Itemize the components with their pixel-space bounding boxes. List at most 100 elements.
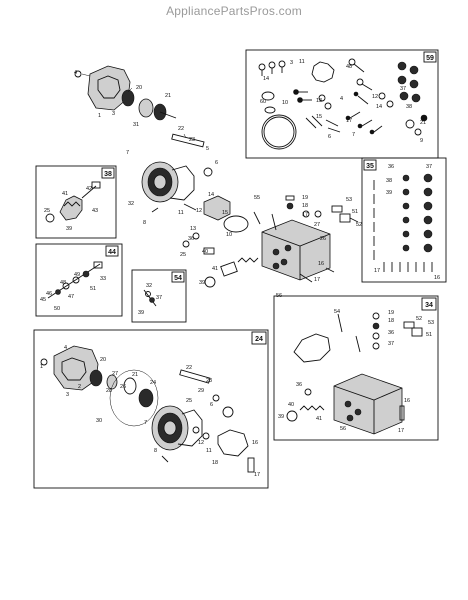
part-callout-label: 39 — [138, 310, 144, 316]
part-callout-label: 56 — [340, 426, 346, 432]
box-38-badge — [101, 167, 115, 179]
part-callout-label: 15 — [222, 210, 228, 216]
part-callout-label: 39 — [278, 414, 284, 420]
box-34-manifold — [333, 373, 403, 435]
part-callout-label: 38 — [386, 178, 392, 184]
box-59-number: 59 — [426, 55, 434, 62]
part-callout-label: 3 — [290, 60, 293, 66]
part-callout-label: 12 — [372, 94, 378, 100]
part-callout-label: 51 — [90, 286, 96, 292]
part-callout-label: 36 — [388, 164, 394, 170]
part-callout-label: 37 — [156, 295, 162, 301]
part-callout-label: 51 — [352, 209, 358, 215]
box-59-badge — [423, 51, 437, 63]
part-callout-label: 5 — [206, 146, 209, 152]
part-callout-label: 46 — [46, 291, 52, 297]
part-callout-label: 28 — [106, 388, 112, 394]
part-callout-label: 18 — [212, 460, 218, 466]
part-callout-label: 10 — [282, 100, 288, 106]
part-callout-label: 40 — [288, 402, 294, 408]
part-callout-label: 53 — [428, 320, 434, 326]
part-callout-label: 22 — [178, 126, 184, 132]
part-callout-label: 47 — [68, 294, 74, 300]
part-callout-label: 53 — [346, 197, 352, 203]
part-callout-label: 48 — [346, 64, 352, 70]
part-callout-label: 49 — [74, 272, 80, 278]
box-24-number: 24 — [255, 336, 263, 343]
part-callout-label: 14 — [263, 76, 269, 82]
manifold-block — [261, 219, 331, 281]
part-callout-label: 26 — [320, 236, 326, 242]
part-callout-label: 43 — [92, 208, 98, 214]
part-callout-label: 7 — [126, 150, 129, 156]
part-callout-label: 3 — [66, 392, 69, 398]
part-callout-label: 50 — [54, 306, 60, 312]
part-callout-label: 1 — [98, 113, 101, 119]
part-callout-label: 42 — [86, 186, 92, 192]
part-callout-label: 18 — [388, 318, 394, 324]
part-callout-label: 21 — [165, 93, 171, 99]
box-38: 38 41 42 43 25 39 — [35, 165, 117, 239]
box-44-number: 44 — [108, 249, 116, 256]
part-callout-label: 19 — [302, 195, 308, 201]
part-callout-label: 19 — [388, 310, 394, 316]
part-callout-label: 39 — [386, 190, 392, 196]
box-44-badge — [105, 245, 119, 257]
part-callout-label: 60 — [260, 99, 266, 105]
part-callout-label: 17 — [302, 212, 308, 218]
part-callout-label: 11 — [206, 448, 212, 454]
part-callout-label: 1 — [40, 364, 43, 370]
part-callout-label: 29 — [198, 388, 204, 394]
part-callout-label: 39 — [66, 226, 72, 232]
part-callout-label: 20 — [100, 357, 106, 363]
part-callout-label: 17 — [346, 118, 352, 124]
part-callout-label: 18 — [302, 203, 308, 209]
part-callout-label: 11 — [178, 210, 184, 216]
part-callout-label: 9 — [420, 138, 423, 144]
part-callout-label: 22 — [186, 365, 192, 371]
part-callout-label: 27 — [314, 222, 320, 228]
part-callout-label: 14 — [376, 104, 382, 110]
part-callout-label: 23 — [189, 137, 195, 143]
part-callout-label: 17 — [254, 472, 260, 478]
box-54: 54 32 37 39 — [131, 269, 187, 323]
part-callout-label: 16 — [318, 261, 324, 267]
box-59-hardware — [258, 58, 428, 150]
box-54-number: 54 — [174, 275, 182, 282]
part-callout-label: 52 — [416, 316, 422, 322]
part-callout-label: 41 — [212, 266, 218, 272]
part-callout-label: 7 — [352, 132, 355, 138]
part-callout-label: 8 — [143, 220, 146, 226]
part-callout-label: 31 — [133, 122, 139, 128]
part-callout-label: 25 — [44, 208, 50, 214]
part-callout-label: 36 — [296, 382, 302, 388]
box-34: 34 54 19 18 36 37 52 53 51 36 — [273, 295, 439, 441]
part-callout-label: 24 — [150, 380, 156, 386]
part-callout-label: 4 — [340, 96, 343, 102]
part-callout-label: 7 — [144, 420, 147, 426]
part-callout-label: 3 — [112, 111, 115, 117]
part-callout-label: 16 — [434, 275, 440, 281]
box-35-rows — [373, 173, 433, 272]
part-callout-label: 41 — [62, 191, 68, 197]
part-callout-label: 11 — [299, 59, 305, 65]
part-callout-label: 21 — [420, 120, 426, 126]
part-callout-label: 2 — [78, 384, 81, 390]
box-59: 59 14 — [245, 49, 439, 159]
part-callout-label: 37 — [426, 164, 432, 170]
box-24-rotor — [151, 405, 203, 451]
box-54-badge — [171, 271, 185, 283]
part-callout-label: 39 — [199, 280, 205, 286]
part-callout-label: 12 — [198, 440, 204, 446]
part-callout-label: 17 — [374, 268, 380, 274]
box-24: 24 4 1 2 3 20 21 27 26 28 — [33, 329, 269, 489]
part-callout-label: 4 — [64, 345, 67, 351]
part-callout-label: 36 — [188, 236, 194, 242]
part-callout-label: 54 — [334, 309, 340, 315]
part-callout-label: 17 — [314, 277, 320, 283]
part-callout-label: 6 — [215, 160, 218, 166]
part-callout-label: 32 — [128, 201, 134, 207]
part-callout-label: 13 — [316, 98, 322, 104]
box-34-number: 34 — [425, 302, 433, 309]
